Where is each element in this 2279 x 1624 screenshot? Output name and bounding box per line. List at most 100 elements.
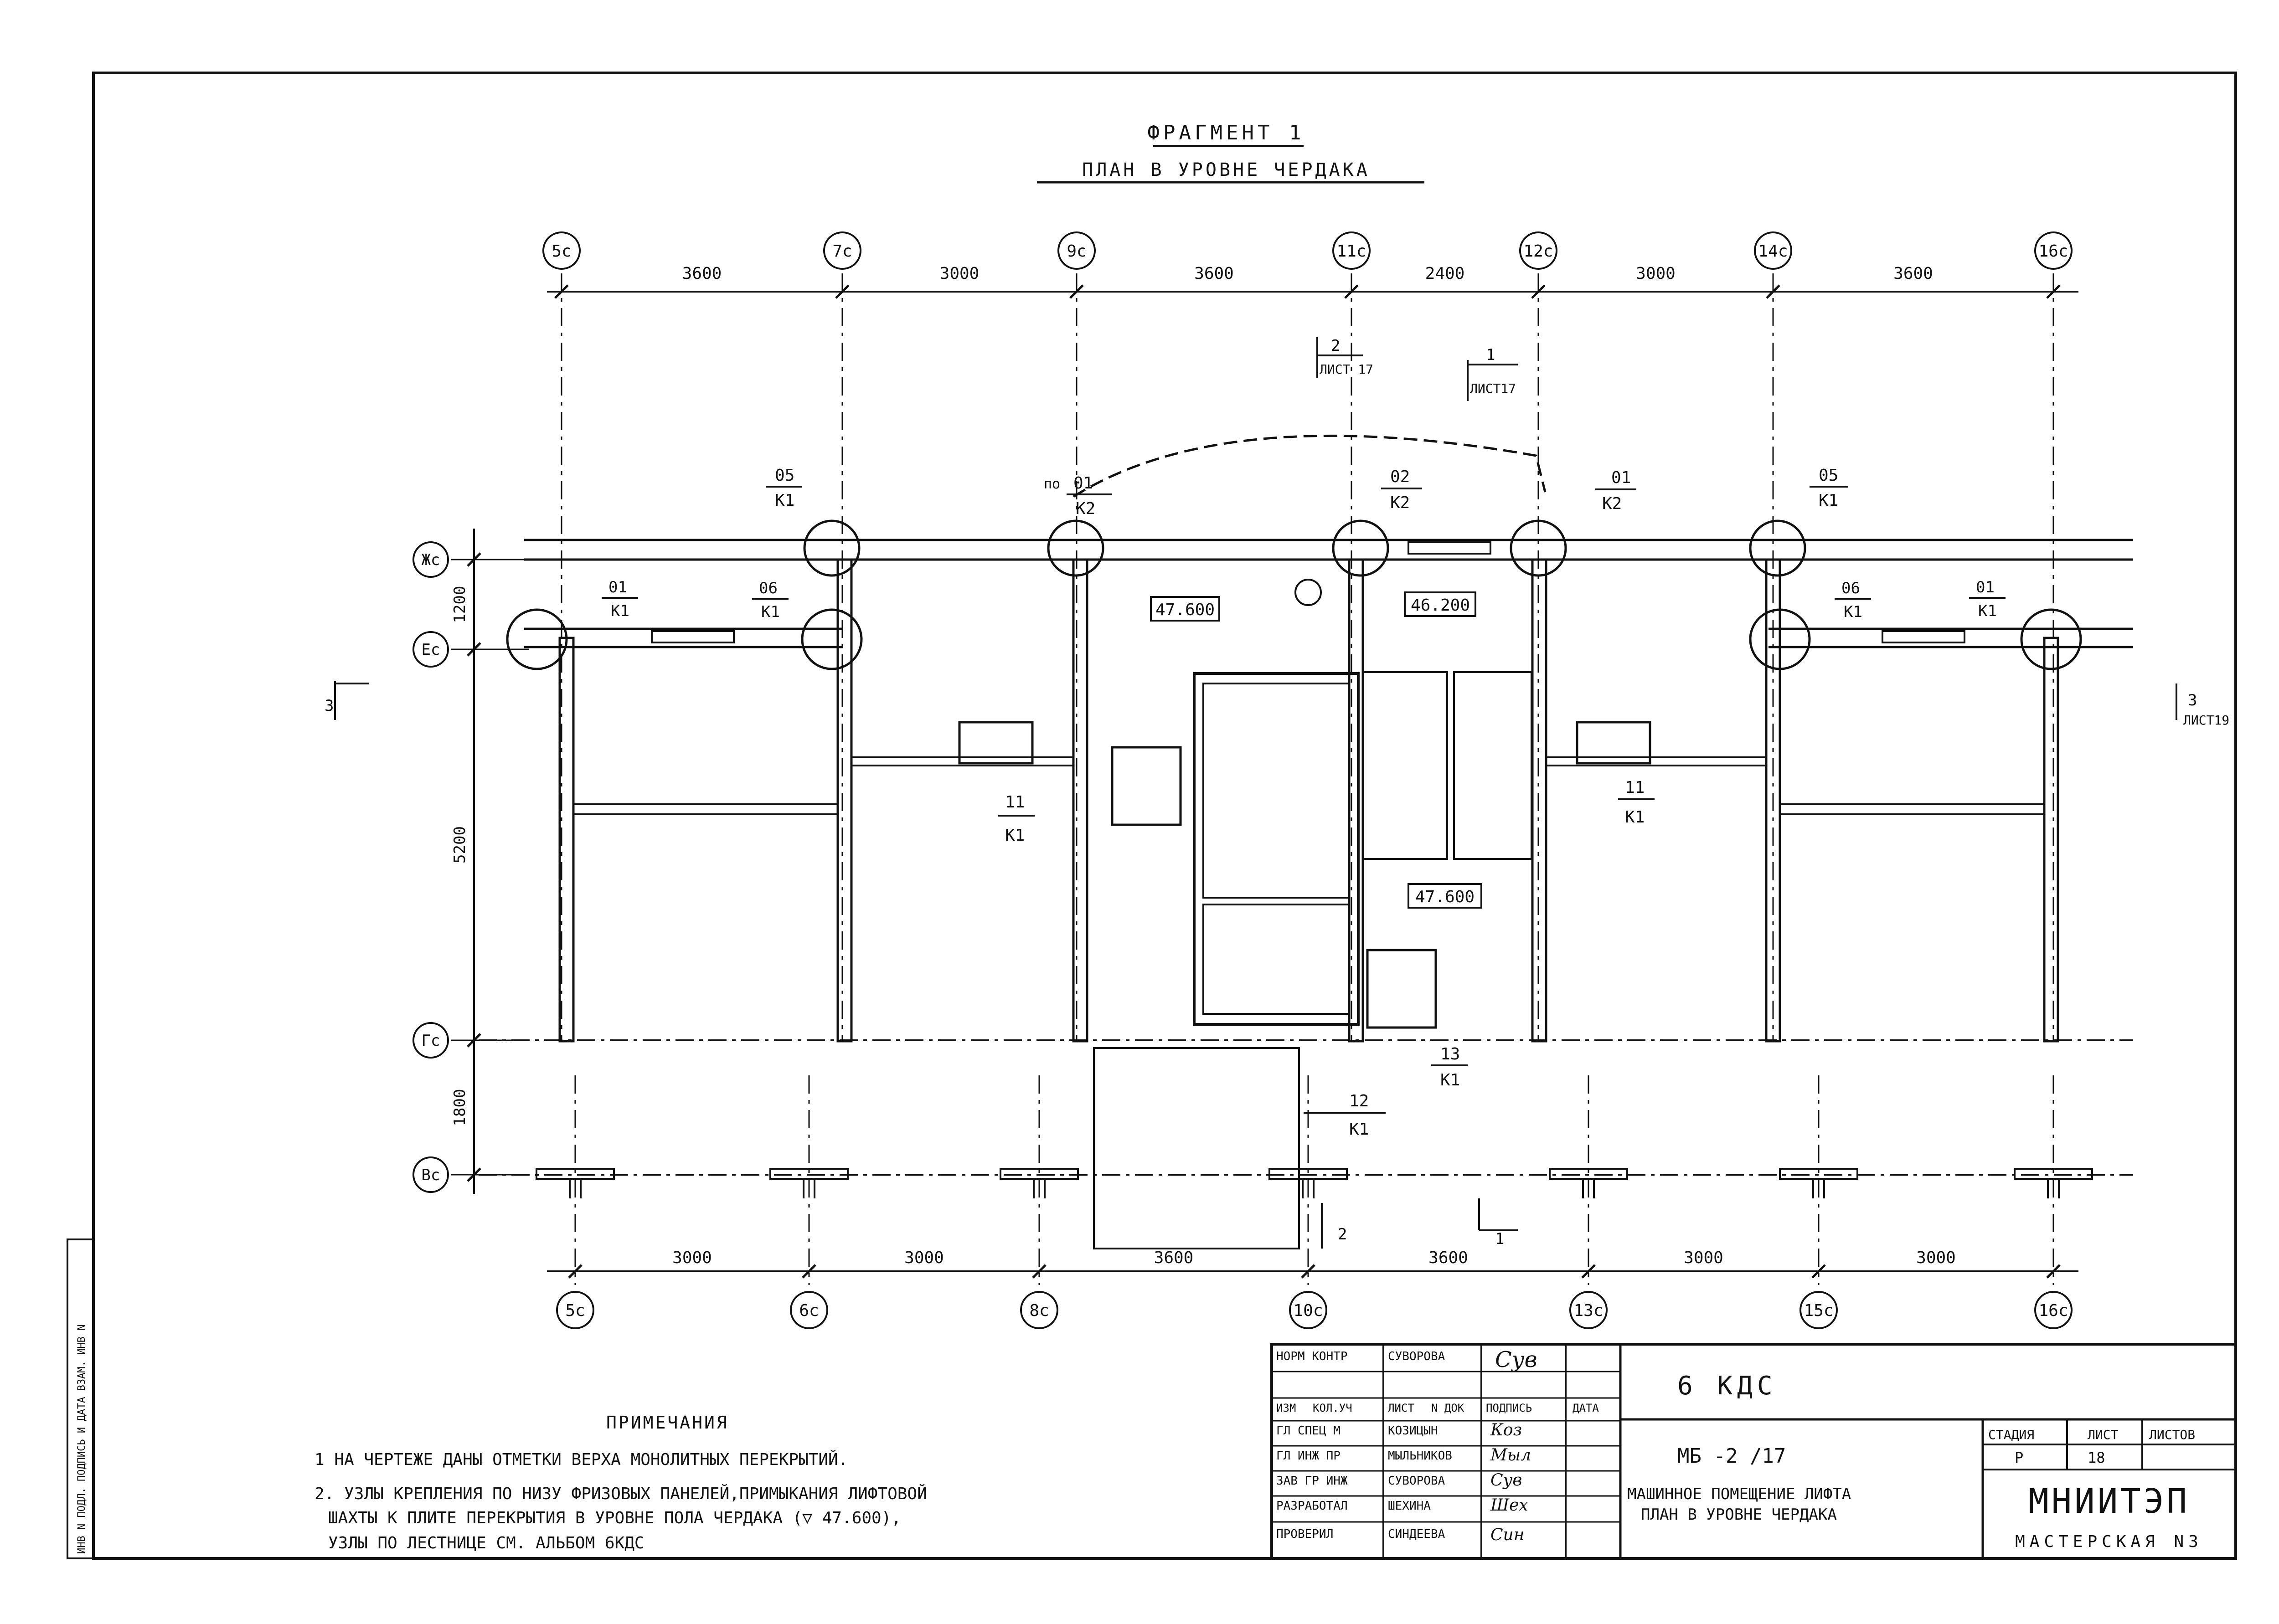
elevation-box	[1404, 591, 1476, 617]
dimension-label: 3000	[1636, 264, 1676, 283]
tb-name: КОЗИЦЫН	[1388, 1424, 1438, 1438]
window	[1408, 541, 1491, 555]
vent-block	[958, 721, 1034, 765]
svg-text:3: 3	[325, 697, 334, 715]
dimension-tick	[1032, 1264, 1047, 1279]
node-mark: 06 К1	[752, 579, 789, 621]
partition	[1545, 756, 1767, 766]
sheet-value: 18	[2088, 1449, 2105, 1466]
tb-header-cell: N ДОК	[1431, 1402, 1464, 1414]
dimension-label: 3000	[904, 1249, 944, 1267]
axis-bubble	[1799, 1291, 1838, 1329]
dimension-tick	[1344, 284, 1359, 299]
dimension-tick	[1581, 1264, 1596, 1279]
dimension-tick	[2046, 284, 2061, 299]
svg-text:13: 13	[1440, 1045, 1460, 1064]
dimension-label: 3000	[1916, 1249, 1956, 1267]
node-circle	[1749, 519, 1806, 577]
axis-label: Вc	[422, 1166, 440, 1184]
axis-bubble	[412, 541, 449, 578]
axis-bubble	[412, 1022, 449, 1059]
axis-label: 15c	[1804, 1301, 1833, 1320]
svg-text:3: 3	[2188, 691, 2197, 709]
elevation-label: 47.600	[1155, 601, 1215, 619]
drawing-title: ФРАГМЕНТ 1 ПЛАН В УРОВНЕ ЧЕРДАКА	[1037, 121, 1424, 184]
node-mark: 01 К1	[1969, 578, 2006, 620]
dimension-tick	[568, 1264, 583, 1279]
dimension-tick	[467, 642, 481, 657]
node-mark: 12 К1	[1304, 1092, 1386, 1139]
tb-header-cell: ДАТА	[1573, 1402, 1599, 1414]
tb-role: ГЛ ИНЖ ПР	[1276, 1449, 1341, 1463]
svg-text:К1: К1	[761, 603, 780, 621]
tb-signature: Син	[1490, 1526, 1524, 1544]
dimension-label: 3000	[672, 1249, 712, 1267]
dimension-label: 3000	[1684, 1249, 1723, 1267]
dimension-tick	[2046, 1264, 2061, 1279]
axis-label: 11c	[1336, 242, 1366, 261]
lift-shaft	[1193, 672, 1360, 1026]
svg-text:по: по	[1044, 476, 1060, 492]
dimension-tick	[467, 1167, 481, 1182]
elevation-marks: 47.600 46.200 47.600	[1150, 591, 1482, 909]
axis-label: 8c	[1029, 1301, 1049, 1320]
fragment-title: ФРАГМЕНТ 1	[1148, 121, 1305, 144]
tb-signature: Сув	[1490, 1471, 1522, 1490]
axis-bubble	[790, 1291, 828, 1329]
facade-panel	[1779, 1168, 1858, 1180]
node-mark: 11 К1	[998, 793, 1035, 845]
svg-text:11: 11	[1005, 793, 1025, 812]
sheet-title-1: МАШИННОЕ ПОМЕЩЕНИЕ ЛИФТА	[1627, 1485, 1851, 1503]
svg-text:К1: К1	[1005, 826, 1025, 845]
axis-bubble	[1332, 231, 1371, 270]
dimension-label: 3000	[940, 264, 980, 283]
node-mark: 01 К1	[602, 578, 638, 620]
tb-role: ПРОВЕРИЛ	[1276, 1527, 1333, 1541]
tb-name: МЫЛЬНИКОВ	[1388, 1449, 1452, 1463]
node-mark: 13 К1	[1431, 1045, 1468, 1090]
roof-arc	[1072, 434, 1547, 498]
sheet-label: ЛИСТ	[2088, 1427, 2119, 1442]
facade-panel	[1268, 1168, 1348, 1180]
window	[1882, 630, 1965, 643]
axis-label: Гc	[422, 1032, 440, 1050]
sheets-label: ЛИСТОВ	[2149, 1427, 2195, 1442]
section-mark: 1 ЛИСТ17	[1467, 346, 1518, 401]
tb-signature: Сув	[1495, 1347, 1537, 1372]
node-circle	[801, 608, 863, 670]
facade-panel	[1000, 1168, 1079, 1180]
vent-block	[1576, 721, 1651, 765]
svg-text:01: 01	[1611, 468, 1631, 487]
dimension-tick	[467, 1033, 481, 1048]
dimension-label: 1800	[451, 1089, 469, 1126]
tb-signature: Коз	[1490, 1421, 1522, 1439]
tb-name: СИНДЕЕВА	[1388, 1527, 1445, 1541]
svg-text:05: 05	[775, 466, 794, 485]
axis-bubble	[412, 1156, 449, 1193]
note-line: УЗЛЫ ПО ЛЕСТНИЦЕ СМ. АЛЬБОМ 6КДС	[328, 1534, 645, 1552]
svg-text:ЛИСТ 17: ЛИСТ 17	[1320, 362, 1373, 377]
section-mark: 2 ЛИСТ 17	[1316, 337, 1373, 378]
svg-text:К1: К1	[775, 491, 794, 510]
svg-text:12: 12	[1349, 1092, 1369, 1110]
dimension-tick	[1811, 1264, 1826, 1279]
notes: ПРИМЕЧАНИЯ 1 НА ЧЕРТЕЖЕ ДАНЫ ОТМЕТКИ ВЕР…	[315, 1413, 927, 1552]
side-stamp-box	[67, 1239, 94, 1559]
node-mark: 11 К1	[1618, 778, 1655, 827]
tb-header-cell: КОЛ.УЧ	[1313, 1402, 1352, 1414]
section-mark: 3 ЛИСТ19	[2176, 684, 2229, 728]
note-line: 1 НА ЧЕРТЕЖЕ ДАНЫ ОТМЕТКИ ВЕРХА МОНОЛИТН…	[315, 1450, 848, 1469]
elevation-box	[1408, 883, 1482, 909]
axis-bubble	[1754, 231, 1792, 270]
tb-role: РАЗРАБОТАЛ	[1276, 1499, 1348, 1513]
svg-text:05: 05	[1819, 466, 1838, 485]
column-wall	[2043, 637, 2059, 1043]
axis-bubble	[2034, 231, 2073, 270]
column-wall	[836, 558, 853, 1043]
svg-text:К1: К1	[1625, 808, 1645, 827]
dimension-label: 2400	[1425, 264, 1465, 283]
axis-label: 14c	[1758, 242, 1788, 261]
axis-label: 7c	[832, 242, 852, 261]
column-wall	[1531, 558, 1547, 1043]
